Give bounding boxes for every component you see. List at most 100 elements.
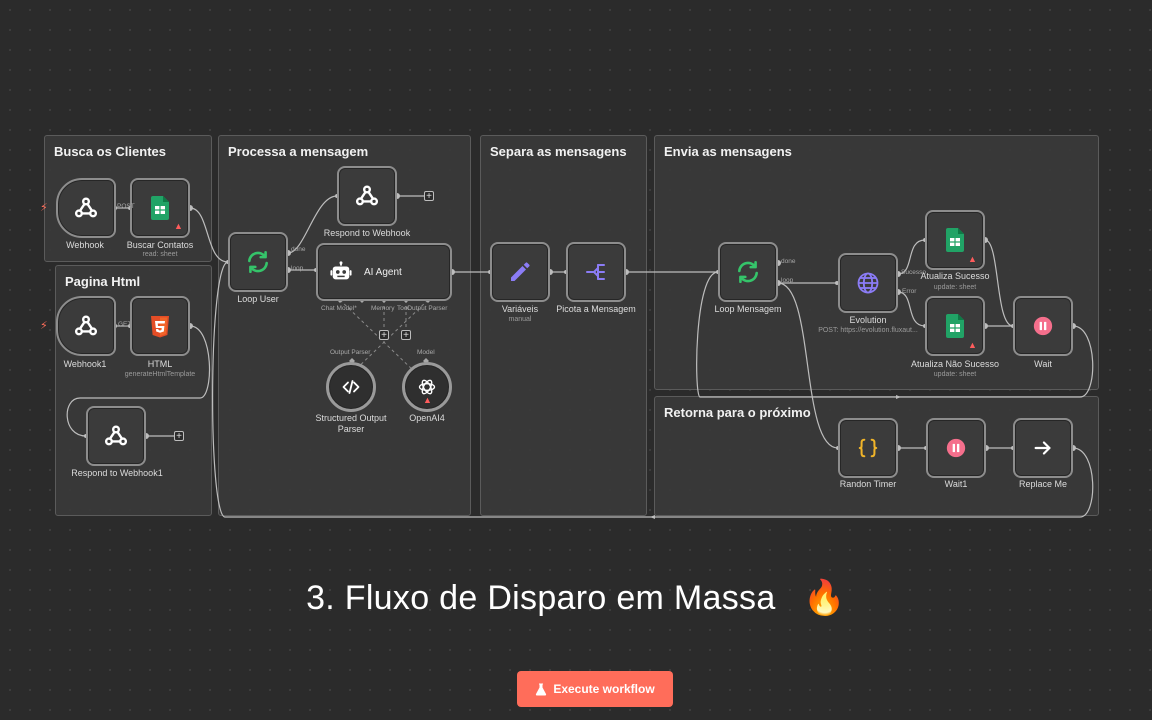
flask-icon [536, 683, 547, 695]
edge-replace-back [212, 261, 1094, 518]
add-node-button[interactable]: + [174, 431, 184, 442]
node-subtitle: generateHtmlTemplate [124, 371, 196, 378]
node-label: Loop User [237, 294, 279, 304]
node-loop-mensagem[interactable] [718, 242, 778, 302]
warning-icon[interactable]: ▲ [174, 221, 183, 231]
loop-icon [738, 260, 758, 284]
node-label: Webhook1 [63, 359, 107, 369]
pause-icon [1033, 316, 1053, 336]
node-webhook[interactable] [56, 178, 116, 238]
arrow-right-icon [1034, 441, 1051, 455]
node-atualiza-sucesso[interactable] [925, 210, 985, 270]
node-subtitle: POST: https://evolution.fluxaut... [818, 327, 918, 334]
edge-label: Memory [371, 305, 395, 312]
node-picota-mensagem[interactable] [566, 242, 626, 302]
html5-icon [151, 316, 169, 338]
edge-label: done [781, 258, 796, 265]
edge-label: done [291, 246, 306, 253]
node-openai4[interactable] [402, 362, 452, 412]
node-label: Randon Timer [839, 479, 897, 489]
page-title: 3. Fluxo de Disparo em Massa 🔥 [0, 578, 1152, 618]
split-icon [586, 264, 605, 280]
node-html[interactable] [130, 296, 190, 356]
loop-icon [248, 250, 268, 274]
execute-workflow-button[interactable]: Execute workflow [517, 671, 673, 707]
group-title: Processa a mensagem [228, 144, 369, 159]
group-title: Envia as mensagens [664, 144, 792, 159]
sheets-icon [946, 314, 964, 338]
group-separa-mensagens[interactable]: Separa as mensagens [480, 135, 647, 516]
node-label: Loop Mensagem [714, 304, 782, 314]
edge-label: Output Parser [330, 349, 371, 356]
node-label: Buscar Contatos [126, 240, 194, 250]
edge-label: loop [291, 265, 304, 272]
sheets-icon [946, 228, 964, 252]
node-wait[interactable] [1013, 296, 1073, 356]
node-label: HTML [147, 359, 173, 369]
webhook-icon [74, 315, 98, 336]
edge-label: Output Parser [407, 305, 448, 312]
edge-label: Error [902, 288, 917, 295]
node-subtitle: manual [508, 316, 532, 323]
pencil-icon [511, 262, 530, 281]
node-buscar-contatos[interactable] [130, 178, 190, 238]
add-tool-button[interactable]: + [401, 330, 411, 341]
group-title: Separa as mensagens [490, 144, 627, 159]
edge-wait-back [696, 271, 1094, 398]
add-memory-button[interactable]: + [379, 330, 389, 341]
node-subtitle: read: sheet [142, 251, 178, 258]
node-label: Wait1 [944, 479, 968, 489]
warning-icon[interactable]: ▲ [968, 254, 977, 264]
webhook-icon [355, 185, 379, 206]
node-label: Webhook [66, 240, 104, 250]
group-title: Pagina Html [65, 274, 141, 289]
trigger-bolt-icon: ⚡ [40, 202, 48, 214]
pause-icon [946, 438, 966, 458]
edge-buscar-loopuser [189, 207, 229, 263]
node-atualiza-nao-sucesso[interactable] [925, 296, 985, 356]
node-webhook1[interactable] [56, 296, 116, 356]
node-label: Picota a Mensagem [556, 304, 636, 314]
openai-icon [418, 379, 436, 395]
node-evolution[interactable] [838, 253, 898, 313]
warning-icon[interactable]: ▲ [423, 395, 432, 405]
warning-icon[interactable]: ▲ [968, 340, 977, 350]
node-randon-timer[interactable] [838, 418, 898, 478]
headline-text: 3. Fluxo de Disparo em Massa [306, 579, 776, 617]
node-label: Wait [1034, 359, 1052, 369]
edge-label: GET [118, 321, 132, 328]
edge-loopmsg-randon [777, 282, 839, 449]
node-subtitle: update: sheet [933, 371, 977, 378]
webhook-icon [104, 425, 128, 446]
node-wait1[interactable] [926, 418, 986, 478]
node-ai-agent[interactable]: AI Agent [316, 243, 452, 301]
trigger-bolt-icon: ⚡ [40, 320, 48, 332]
node-structured-output-parser[interactable] [326, 362, 376, 412]
node-loop-user[interactable] [228, 232, 288, 292]
code-icon [342, 380, 360, 394]
node-label: OpenAI4 [409, 413, 445, 423]
edge-sucesso-wait [984, 239, 1014, 327]
add-node-button[interactable]: + [424, 191, 434, 202]
robot-icon [330, 261, 352, 280]
edge-evolution-nao [897, 291, 926, 327]
edge-label: POST [117, 203, 135, 210]
node-label: AI Agent [364, 266, 402, 278]
edge-label: Chat Model* [321, 305, 357, 312]
node-respond-webhook1[interactable] [86, 406, 146, 466]
node-variaveis[interactable] [490, 242, 550, 302]
node-replace-me[interactable] [1013, 418, 1073, 478]
webhook-icon [74, 197, 98, 218]
node-respond-webhook[interactable] [337, 166, 397, 226]
node-label: Evolution [849, 315, 887, 325]
node-label: Structured Output Parser [315, 413, 387, 434]
group-title: Retorna para o próximo [664, 405, 811, 420]
node-subtitle: update: sheet [933, 284, 977, 291]
node-label: Respond to Webhook [323, 228, 411, 238]
edge-loopuser-respond [287, 195, 338, 254]
sheets-icon [151, 196, 169, 220]
edge-evolution-sucesso [897, 239, 926, 275]
edge-html-respond1 [66, 325, 211, 437]
edge-label: Tool [397, 305, 409, 312]
